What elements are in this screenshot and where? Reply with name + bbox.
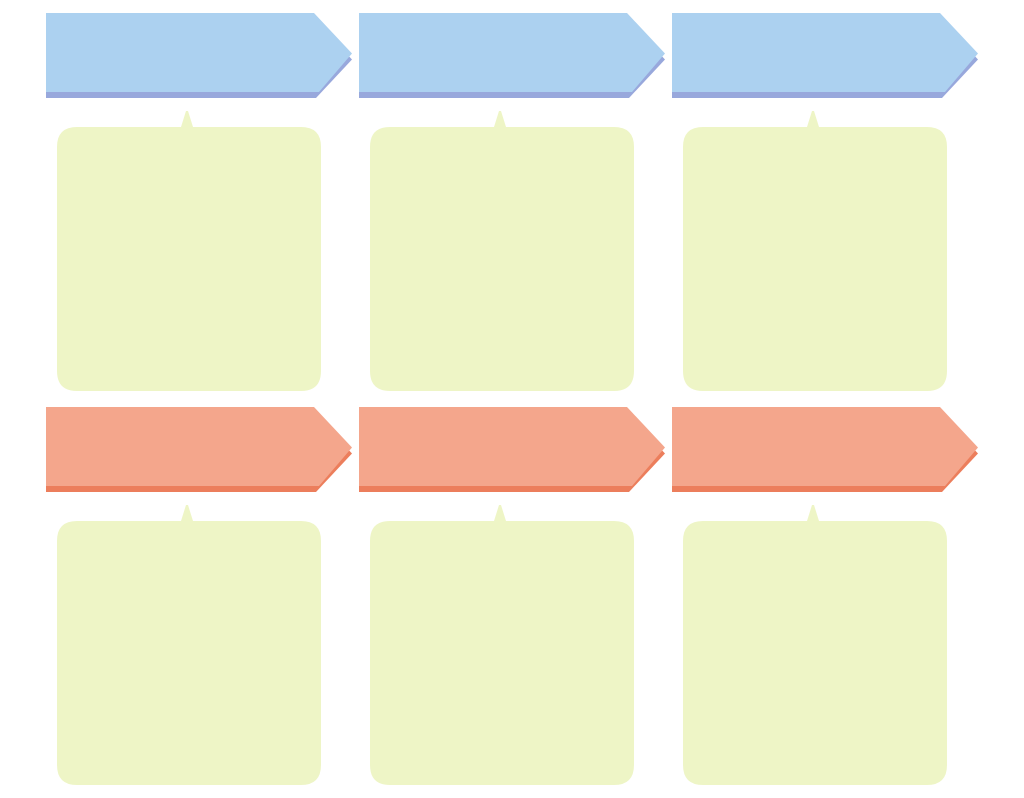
step-arrow — [46, 407, 352, 486]
step-arrow — [359, 407, 665, 486]
callout-box — [370, 505, 634, 785]
callout-box — [57, 505, 321, 785]
step-arrow — [672, 13, 978, 92]
callout-box — [683, 505, 947, 785]
callout-box — [683, 111, 947, 391]
callout-box — [370, 111, 634, 391]
step-arrow — [359, 13, 665, 92]
step-arrow — [46, 13, 352, 92]
step-arrow — [672, 407, 978, 486]
callout-box — [57, 111, 321, 391]
